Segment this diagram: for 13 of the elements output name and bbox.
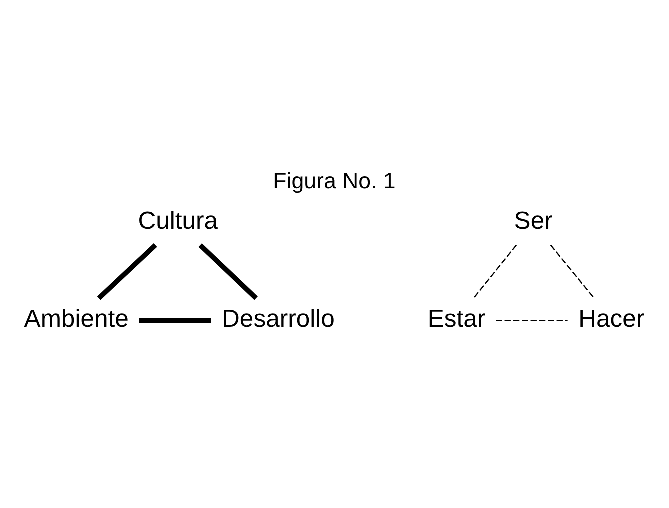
connector <box>550 244 595 298</box>
node-text: Cultura <box>138 208 218 235</box>
node-text: Ser <box>514 208 553 235</box>
connector <box>198 243 258 300</box>
node-text: Estar <box>428 305 486 332</box>
connector <box>496 320 568 321</box>
connector <box>97 243 158 300</box>
connector <box>473 244 518 298</box>
diagram-title: Figura No. 1 <box>273 168 396 194</box>
connector <box>139 318 212 323</box>
node-text: Ambiente <box>24 305 129 332</box>
node-text: Desarrollo <box>222 305 335 332</box>
node-text: Hacer <box>578 305 645 332</box>
